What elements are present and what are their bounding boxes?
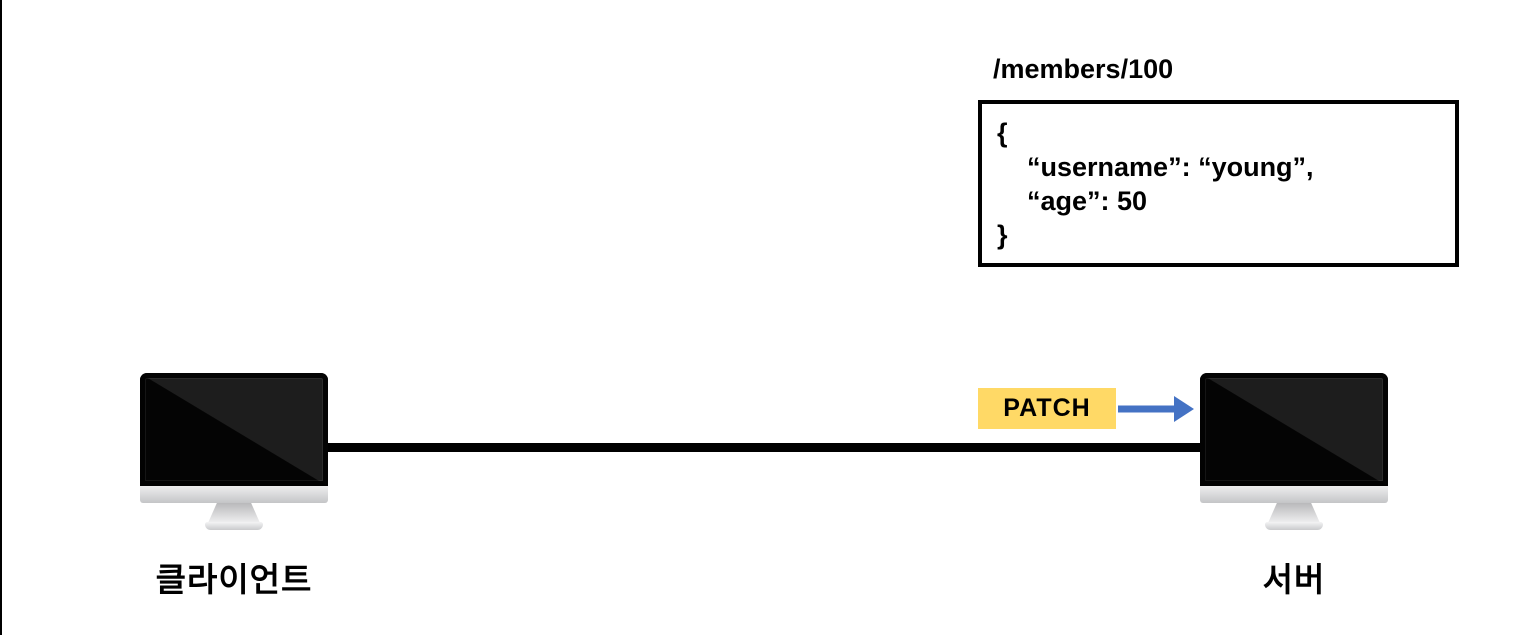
- monitor-chin: [140, 486, 328, 503]
- monitor-chin: [1200, 486, 1388, 503]
- monitor-stand-neck: [1268, 503, 1320, 523]
- client-label: 클라이언트: [155, 561, 313, 598]
- endpoint-label: /members/100: [993, 54, 1174, 84]
- request-body-box: { “username”: “young”, “age”: 50 }: [978, 100, 1459, 267]
- arrow-head: [1174, 396, 1194, 422]
- server-label: 서버: [1262, 561, 1326, 598]
- json-line-open-brace: {: [997, 118, 1008, 148]
- client-computer-icon: [140, 373, 328, 531]
- monitor-screen: [140, 373, 328, 486]
- monitor-screen: [1200, 373, 1388, 486]
- left-border-line: [0, 0, 2, 635]
- arrow-right-icon: [1118, 396, 1194, 422]
- json-line-age: “age”: 50: [997, 186, 1148, 216]
- method-badge: PATCH: [978, 388, 1116, 429]
- monitor-stand-base: [1265, 522, 1323, 530]
- json-line-username: “username”: “young”,: [997, 152, 1314, 182]
- monitor-stand-neck: [208, 503, 260, 523]
- connection-line: [328, 443, 1206, 452]
- json-line-close-brace: }: [997, 220, 1008, 250]
- server-computer-icon: [1200, 373, 1388, 531]
- monitor-stand-base: [205, 522, 263, 530]
